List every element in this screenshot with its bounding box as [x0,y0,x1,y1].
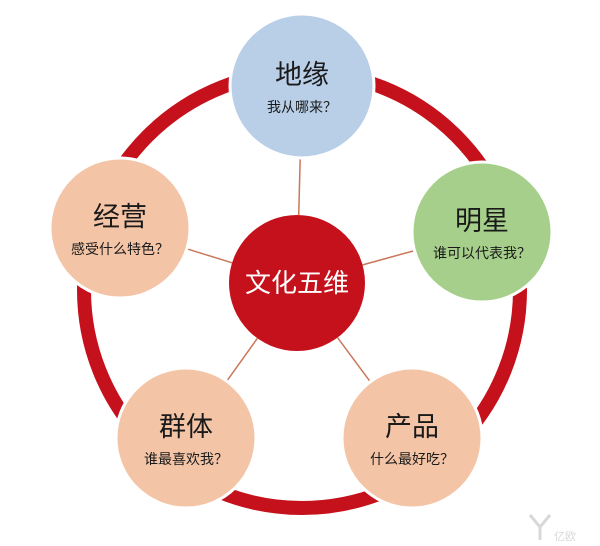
node-title-jingying: 经营 [93,202,147,233]
center-title: 文化五维 [245,269,349,299]
node-subtitle-chanpin: 什么最好吃？ [370,452,454,468]
node-title-chanpin: 产品 [385,412,439,443]
spokes [186,157,415,383]
node-subtitle-mingxing: 谁可以代表我？ [433,246,531,262]
spoke-qunti [226,337,259,382]
yiou-logo-icon [528,514,552,540]
node-subtitle-jingying: 感受什么特色？ [71,241,169,258]
watermark-text: 亿欧 [554,530,576,543]
node-circle-diyuan [228,12,376,160]
center-node: 文化五维 [229,215,365,351]
node-subtitle-diyuan: 我从哪来？ [267,100,337,116]
node-title-mingxing: 明星 [455,206,509,237]
center-circle [229,215,365,351]
node-circle-jingying [48,156,192,300]
spoke-chanpin [336,337,371,383]
outer-nodes: 地缘我从哪来？明星谁可以代表我？产品什么最好吃？群体谁最喜欢我？经营感受什么特色… [48,12,554,510]
node-title-qunti: 群体 [159,412,213,443]
node-title-diyuan: 地缘 [275,60,329,91]
node-circle-mingxing [410,160,554,304]
spoke-mingxing [362,249,415,266]
node-circle-chanpin [340,366,484,510]
spoke-diyuan [297,157,301,216]
node-circle-qunti [114,366,258,510]
watermark: 亿欧 [528,514,576,543]
spoke-jingying [186,248,233,264]
node-subtitle-qunti: 谁最喜欢我？ [144,452,228,468]
